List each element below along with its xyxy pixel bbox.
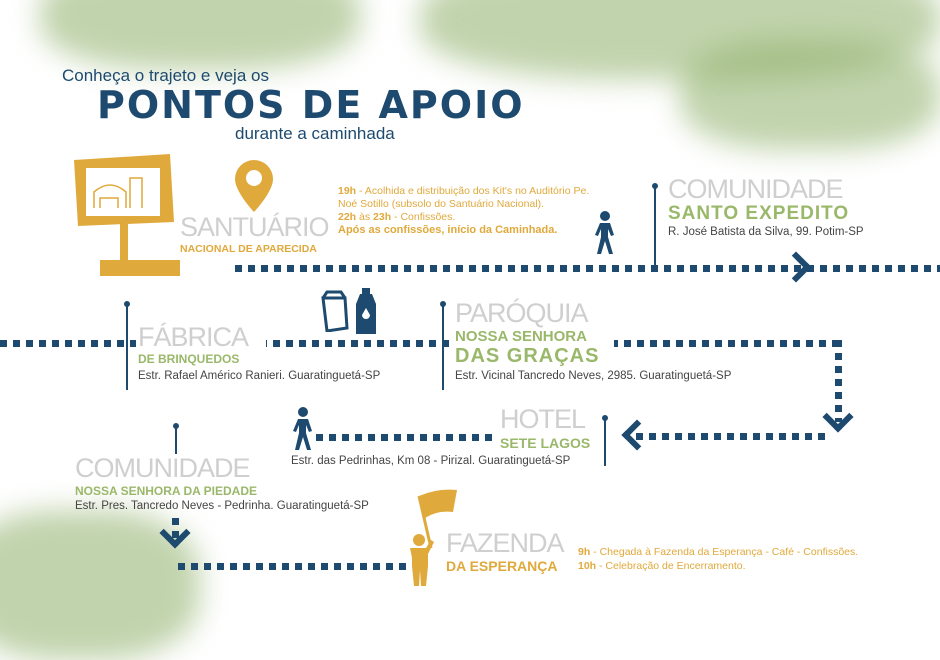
location-pin-icon: [235, 160, 273, 212]
sanctuary-sign-icon: [74, 154, 180, 276]
stop-subtitle: SANTO EXPEDITO: [668, 203, 850, 224]
water-bottle-icon: [356, 288, 376, 334]
stop-address: R. José Batista da Silva, 99. Potim-SP: [668, 226, 864, 238]
stop-title: FAZENDA: [446, 528, 565, 558]
time: 19h: [338, 185, 357, 197]
schedule-note: Após as confissões, início da Caminhada.: [338, 224, 558, 236]
stop-subtitle: DE BRINQUEDOS: [138, 352, 240, 366]
page-title: PONTOS DE APOIO: [97, 83, 525, 127]
stop-address: Estr. Vicinal Tancredo Neves, 2985. Guar…: [455, 370, 732, 382]
stop-pin: [440, 301, 446, 390]
stop-pin: [652, 183, 658, 266]
route-line: [178, 563, 408, 570]
route-line: [316, 434, 492, 441]
stop-address: Estr. das Pedrinhas, Km 08 - Pirizal. Gu…: [291, 455, 571, 467]
stop-title: SANTUÁRIO: [180, 212, 330, 242]
route-line: [0, 340, 842, 347]
time: 23h: [373, 211, 392, 223]
walking-person-icon: [293, 407, 312, 450]
time: 22h: [338, 211, 357, 223]
stop-pin: [173, 423, 179, 454]
stop-schedule: 19h - Acolhida e distribuição dos Kit's …: [338, 185, 603, 237]
person-with-flag-icon: [410, 489, 457, 586]
stop-subtitle: DA ESPERANÇA: [446, 558, 558, 574]
route-line: [636, 433, 828, 440]
route-line: [835, 340, 842, 422]
stop-subtitle: DAS GRAÇAS: [455, 345, 600, 367]
route-line: [235, 265, 940, 272]
header-intro: Conheça o trajeto e veja os: [62, 66, 269, 85]
stop-address: Estr. Rafael Américo Ranieri. Guaratingu…: [138, 370, 381, 382]
stop-title: PARÓQUIA: [455, 298, 589, 328]
stop-title: COMUNIDADE: [668, 174, 844, 204]
stop-pin: [124, 301, 130, 390]
chevron-down-icon: [822, 401, 854, 433]
route-line: [172, 518, 179, 538]
schedule-text: - Chegada à Fazenda da Esperança - Café …: [590, 546, 859, 558]
chevron-right-icon: [780, 251, 812, 283]
stop-subtitle: SETE LAGOS: [500, 435, 591, 451]
stop-subtitle: NOSSA SENHORA: [455, 328, 587, 345]
stop-subtitle: NACIONAL DE APARECIDA: [180, 243, 317, 255]
time: 10h: [578, 560, 597, 572]
schedule-text: - Confissões.: [391, 211, 456, 223]
stop-subtitle: NOSSA SENHORA DA PIEDADE: [75, 484, 258, 498]
chevron-left-icon: [621, 419, 653, 451]
schedule-text: - Acolhida e distribuição dos Kit's no A…: [338, 185, 590, 210]
stop-pin: [602, 415, 608, 466]
schedule-text: - Celebração de Encerramento.: [596, 560, 746, 572]
walking-person-icon: [595, 211, 614, 254]
stop-title: HOTEL: [500, 404, 586, 434]
schedule-text: às: [356, 211, 374, 223]
kit-bag-icon: [321, 290, 349, 332]
stop-title: COMUNIDADE: [75, 453, 251, 483]
stop-title: FÁBRICA: [138, 322, 249, 352]
header-subtitle: durante a caminhada: [235, 124, 395, 143]
stop-address: Estr. Pres. Tancredo Neves - Pedrinha. G…: [75, 500, 369, 512]
stop-schedule: 9h - Chegada à Fazenda da Esperança - Ca…: [578, 545, 858, 573]
time: 9h: [578, 546, 591, 558]
